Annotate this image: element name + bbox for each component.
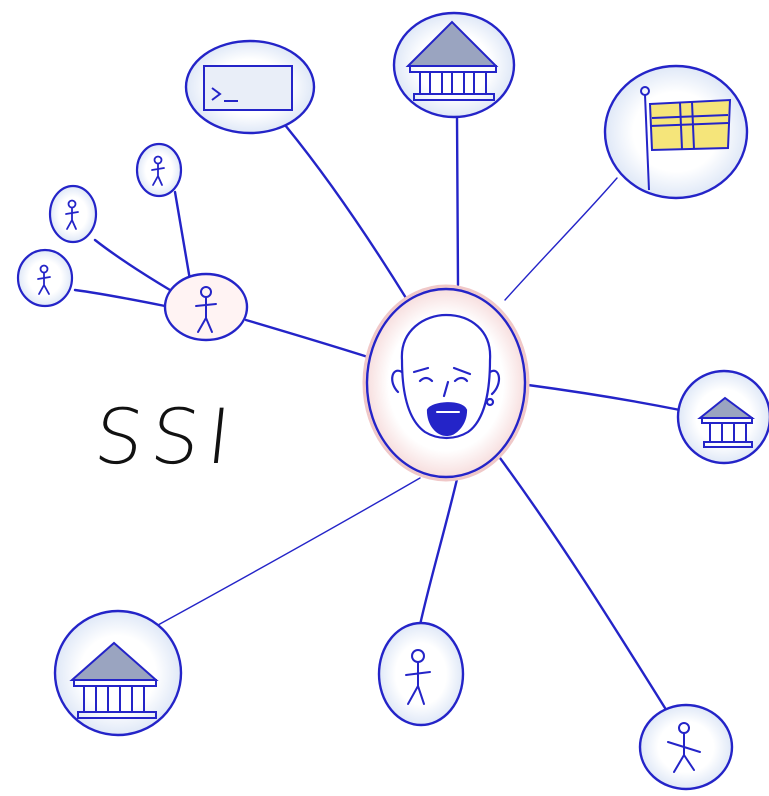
person-icon xyxy=(195,286,217,333)
edge-center-flag xyxy=(504,177,618,301)
bank-top-node[interactable] xyxy=(392,11,516,119)
edges xyxy=(73,113,682,710)
person-small-1-node[interactable] xyxy=(135,142,183,198)
terminal-node[interactable] xyxy=(184,39,316,135)
bank-bottom-left-node[interactable] xyxy=(53,609,183,737)
edge-hub-small-2 xyxy=(93,238,172,292)
institution-icon xyxy=(69,641,159,719)
edge-center-bank-top xyxy=(455,113,460,287)
person-small-3-node[interactable] xyxy=(16,248,74,308)
edge-center-terminal xyxy=(283,123,408,300)
edge-center-person-bottom-right xyxy=(498,456,667,710)
flag-icon xyxy=(640,86,732,191)
person-icon xyxy=(667,722,701,773)
person-icon xyxy=(405,649,431,705)
terminal-icon xyxy=(203,65,293,111)
bank-right-node[interactable] xyxy=(676,369,769,465)
edge-center-person-hub xyxy=(244,318,370,359)
institution-icon xyxy=(405,20,499,101)
edge-hub-small-3 xyxy=(73,288,167,308)
edge-center-bank-right xyxy=(526,383,682,412)
flag-node[interactable] xyxy=(603,64,749,200)
person-face-icon xyxy=(391,313,500,440)
person-icon xyxy=(65,199,79,230)
center-node[interactable] xyxy=(362,284,530,482)
person-hub-node[interactable] xyxy=(163,272,249,342)
person-icon xyxy=(37,264,51,295)
institution-icon xyxy=(697,396,756,448)
person-small-2-node[interactable] xyxy=(48,184,98,244)
edge-hub-small-1 xyxy=(173,190,192,282)
person-bottom-right-node[interactable] xyxy=(638,703,734,791)
person-icon xyxy=(151,155,165,186)
edge-center-bank-bottom-left xyxy=(157,477,421,626)
edge-center-person-bottom xyxy=(418,473,460,627)
diagram-title: SSI xyxy=(90,392,243,481)
person-bottom-node[interactable] xyxy=(377,621,465,727)
